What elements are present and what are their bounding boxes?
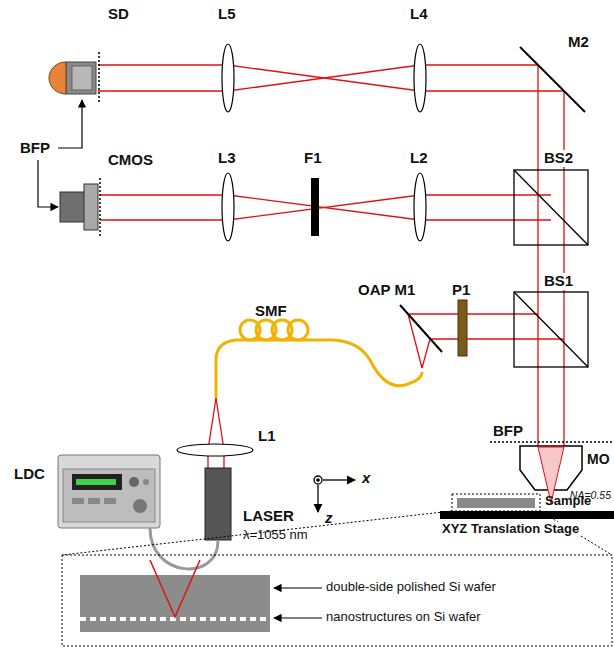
laser-driver [88, 498, 100, 504]
cmos-camera [60, 178, 100, 236]
cmos-camera [99, 178, 101, 236]
inset [150, 560, 200, 617]
inset [274, 617, 322, 618]
bfp-pointer [38, 160, 58, 207]
laser-beam [430, 338, 564, 339]
component-label: L2 [410, 150, 428, 167]
sample-stage [452, 494, 540, 511]
laser-beam [100, 195, 551, 220]
laser-driver [58, 455, 160, 528]
beam-splitter [514, 292, 588, 367]
plane-label: BFP [20, 140, 50, 157]
component-label: CMOS [108, 152, 153, 169]
sample-stage [62, 494, 614, 555]
polarizer [458, 300, 467, 356]
inset [274, 587, 322, 588]
component-label: OAP M1 [358, 282, 415, 299]
axis-symbol [314, 476, 322, 484]
split-detector [98, 52, 100, 104]
component-label: P1 [452, 282, 470, 299]
split-detector [49, 62, 66, 94]
component-label: L5 [218, 6, 236, 23]
component-label: L3 [218, 150, 236, 167]
axis-symbol [317, 479, 319, 481]
component-label: L1 [258, 428, 276, 445]
component-label: SD [108, 6, 129, 23]
split-detector [49, 52, 99, 104]
lens [222, 44, 234, 112]
lens [177, 444, 253, 456]
laser-beam [408, 313, 538, 314]
axis-symbol [317, 485, 318, 512]
filter [311, 178, 319, 236]
axis-symbol [323, 479, 355, 480]
sample-stage [457, 498, 535, 508]
laser-driver [143, 479, 149, 485]
laser-beam [422, 339, 430, 368]
laser-driver [72, 474, 122, 490]
laser-beam [98, 65, 564, 91]
laser-driver [58, 455, 160, 528]
laser-head [205, 468, 231, 540]
laser-driver [63, 469, 155, 522]
component-label: MO [587, 452, 610, 467]
lens [177, 44, 426, 456]
component-label: LDC [14, 466, 45, 483]
lens [414, 173, 426, 241]
component-label: F1 [304, 150, 322, 167]
component-label: XYZ Translation Stage [440, 522, 581, 536]
inset [80, 575, 270, 632]
axis-label: z [325, 510, 333, 527]
beam-splitter [514, 170, 588, 245]
lens [414, 44, 426, 112]
sample-stage [440, 511, 614, 519]
beam-splitter [514, 170, 588, 367]
inset [62, 555, 612, 646]
beam-splitter [514, 170, 588, 245]
laser-driver [104, 498, 116, 504]
inset [62, 555, 612, 646]
laser-driver [129, 477, 139, 487]
wavelength-label: λ=1055 nm [243, 528, 308, 542]
laser-beam [98, 65, 538, 91]
beam-splitter [514, 292, 588, 367]
split-detector [72, 66, 92, 90]
oap-mirror [400, 305, 442, 352]
bfp-pointer [58, 100, 82, 148]
component-label: BS2 [542, 150, 575, 167]
mirror [520, 47, 585, 112]
component-label: SMF [255, 303, 287, 320]
single-mode-fiber [216, 320, 422, 398]
component-label: M2 [568, 34, 589, 51]
cmos-camera [84, 184, 98, 230]
laser-beam [216, 398, 224, 468]
plane-label: BFP [493, 423, 523, 440]
component-label: BS1 [542, 273, 575, 290]
laser-beam [208, 398, 216, 468]
laser-beam [98, 65, 564, 468]
laser-beam [537, 65, 538, 447]
component-label: LASER [243, 508, 294, 525]
cmos-camera [60, 192, 86, 222]
bfp-plane [490, 441, 614, 443]
single-mode-fiber [216, 340, 422, 398]
axis-symbol [314, 476, 355, 512]
split-detector [66, 62, 96, 94]
laser-driver [72, 498, 84, 504]
laser-beam [563, 91, 564, 447]
component-label: Sample [545, 494, 591, 508]
single-mode-fiber [288, 320, 308, 340]
lens [222, 173, 234, 241]
annotation-label: nanostructures on Si wafer [326, 610, 481, 624]
laser-driver [133, 499, 147, 513]
axis-label: x [362, 470, 370, 487]
component-label: L4 [410, 6, 428, 23]
laser-beam [100, 195, 551, 220]
annotation-label: double-side polished Si wafer [326, 580, 496, 594]
laser-driver [76, 479, 116, 485]
